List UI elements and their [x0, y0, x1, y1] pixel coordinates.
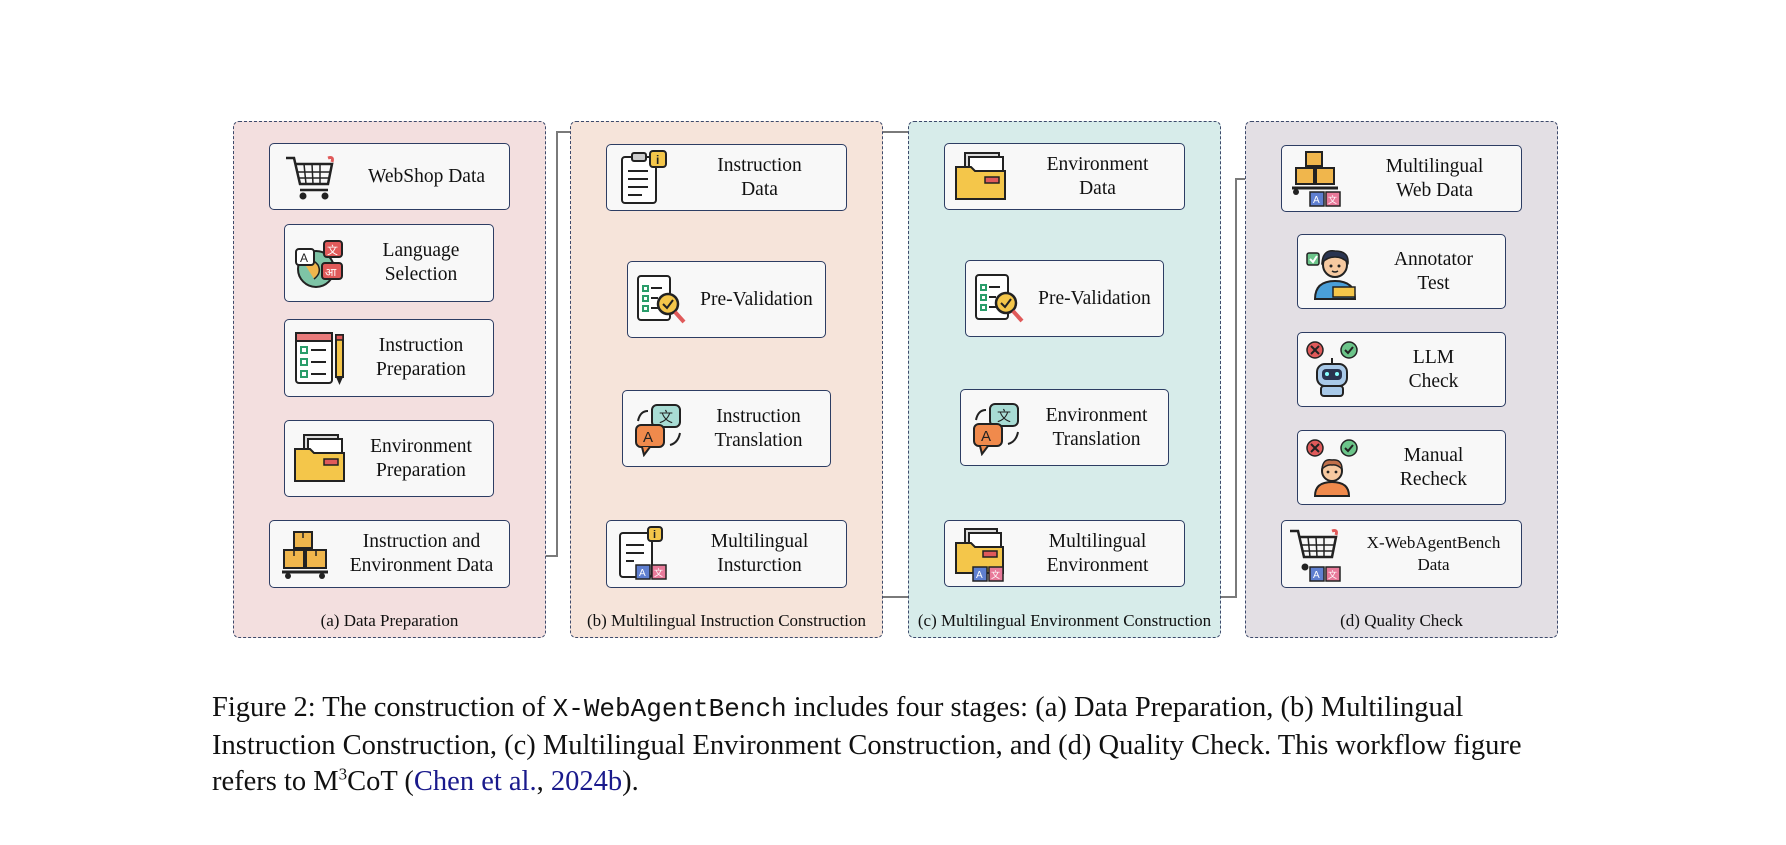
- box-label: Manual Recheck: [1399, 444, 1468, 490]
- document-search-icon: [628, 272, 694, 328]
- svg-text:文: 文: [991, 569, 1000, 581]
- multilingual-boxes-icon: A 文: [1282, 150, 1354, 208]
- multilingual-cart-icon: A 文: [1282, 525, 1352, 583]
- reviewer-person-icon: [1298, 438, 1368, 498]
- box-webshop-data: WebShop Data: [269, 143, 510, 210]
- box-label: Instruction Preparation: [376, 335, 466, 380]
- box-instruction-data: i Instruction Data: [606, 144, 847, 211]
- box-multilingual-environment: A 文 Multilingual Environment: [944, 520, 1185, 587]
- box-multilingual-insturction: i A 文 Multilingual Insturction: [606, 520, 847, 588]
- document-search-icon: [966, 271, 1032, 327]
- svg-text:文: 文: [659, 410, 673, 426]
- citation-year-link[interactable]: 2024b: [550, 766, 623, 797]
- svg-text:文: 文: [654, 567, 663, 579]
- box-label: Multilingual Web Data: [1385, 155, 1484, 201]
- box-label: Pre-Validation: [700, 288, 813, 310]
- language-globe-icon: A 文 आ: [285, 235, 355, 291]
- box-x-webagentbench-data: A 文 X-WebAgentBench Data: [1281, 520, 1522, 588]
- caption-suffix: ).: [622, 766, 639, 797]
- caption-prefix: Figure 2: The construction of: [212, 692, 553, 723]
- svg-text:A: A: [981, 428, 991, 445]
- svg-text:A: A: [300, 251, 308, 265]
- box-pre-validation-instruction: Pre-Validation: [627, 261, 826, 338]
- box-label: Instruction and Environment Data: [349, 531, 494, 576]
- box-label: Environment Data: [1046, 153, 1149, 199]
- box-instruction-translation: 文 A Instruction Translation: [622, 390, 831, 467]
- box-annotator-test: Annotator Test: [1297, 234, 1506, 309]
- svg-text:A: A: [643, 429, 653, 446]
- box-instruction-preparation: Instruction Preparation: [284, 319, 494, 397]
- caption-cite-separator: ,: [536, 766, 551, 797]
- box-label: Instruction Data: [717, 154, 802, 200]
- box-pre-validation-environment: Pre-Validation: [965, 260, 1164, 337]
- caption-superscript: 3: [338, 764, 348, 784]
- svg-text:A: A: [976, 570, 983, 581]
- svg-text:A: A: [1313, 195, 1320, 206]
- box-label: Multilingual Insturction: [710, 531, 809, 576]
- svg-text:文: 文: [1328, 569, 1337, 581]
- svg-text:A: A: [639, 568, 646, 579]
- multilingual-folder-icon: A 文: [945, 525, 1017, 583]
- folder-icon: [945, 149, 1017, 205]
- box-environment-data: Environment Data: [944, 143, 1185, 210]
- box-environment-translation: 文 A Environment Translation: [960, 389, 1169, 466]
- box-label: Annotator Test: [1393, 248, 1474, 294]
- box-label: Environment Preparation: [370, 435, 472, 481]
- caption-after-sup: CoT (: [347, 766, 414, 797]
- svg-text:आ: आ: [325, 266, 337, 279]
- box-instruction-and-environment-data: Instruction and Environment Data: [269, 520, 510, 588]
- svg-text:文: 文: [1328, 194, 1337, 206]
- checklist-pencil-icon: [285, 329, 355, 387]
- boxes-cart-icon: [270, 528, 340, 580]
- multilingual-document-icon: i A 文: [607, 525, 679, 583]
- robot-check-icon: [1298, 340, 1368, 400]
- panel-caption: (a) Data Preparation: [320, 611, 459, 630]
- citation-author-link[interactable]: Chen et al.: [413, 766, 537, 797]
- svg-text:文: 文: [997, 409, 1011, 425]
- translate-bubbles-icon: 文 A: [623, 401, 693, 457]
- box-label: Pre-Validation: [1038, 287, 1151, 309]
- box-label: X-WebAgentBench Data: [1366, 533, 1501, 574]
- annotator-person-icon: [1298, 243, 1368, 301]
- caption-benchmark-name: X-WebAgentBench: [552, 694, 787, 724]
- box-label: LLM Check: [1408, 346, 1459, 392]
- box-manual-recheck: Manual Recheck: [1297, 430, 1506, 505]
- panel-caption: (c) Multilingual Environment Constructio…: [917, 611, 1212, 630]
- document-info-icon: i: [607, 149, 679, 207]
- panel-caption: (d) Quality Check: [1340, 611, 1463, 630]
- box-label: Language Selection: [382, 240, 460, 285]
- box-environment-preparation: Environment Preparation: [284, 420, 494, 497]
- folder-icon: [285, 431, 355, 487]
- box-label: WebShop Data: [367, 165, 486, 187]
- shopping-cart-icon: [270, 152, 350, 202]
- caption-middle: includes four stages: (a) Data Preparati…: [212, 692, 1522, 797]
- box-multilingual-web-data: A 文 Multilingual Web Data: [1281, 145, 1522, 212]
- box-label: Instruction Translation: [714, 405, 803, 451]
- panel-caption: (b) Multilingual Instruction Constructio…: [586, 611, 867, 630]
- box-label: Multilingual Environment: [1046, 530, 1149, 576]
- box-llm-check: LLM Check: [1297, 332, 1506, 407]
- translate-bubbles-icon: 文 A: [961, 400, 1031, 456]
- svg-text:i: i: [653, 529, 656, 541]
- box-label: Environment Translation: [1045, 404, 1148, 450]
- figure-caption: Figure 2: The construction of X-WebAgent…: [212, 690, 1582, 801]
- box-language-selection: A 文 आ Language Selection: [284, 224, 494, 302]
- svg-text:A: A: [1313, 570, 1320, 581]
- svg-text:文: 文: [327, 243, 338, 257]
- svg-text:i: i: [656, 153, 659, 167]
